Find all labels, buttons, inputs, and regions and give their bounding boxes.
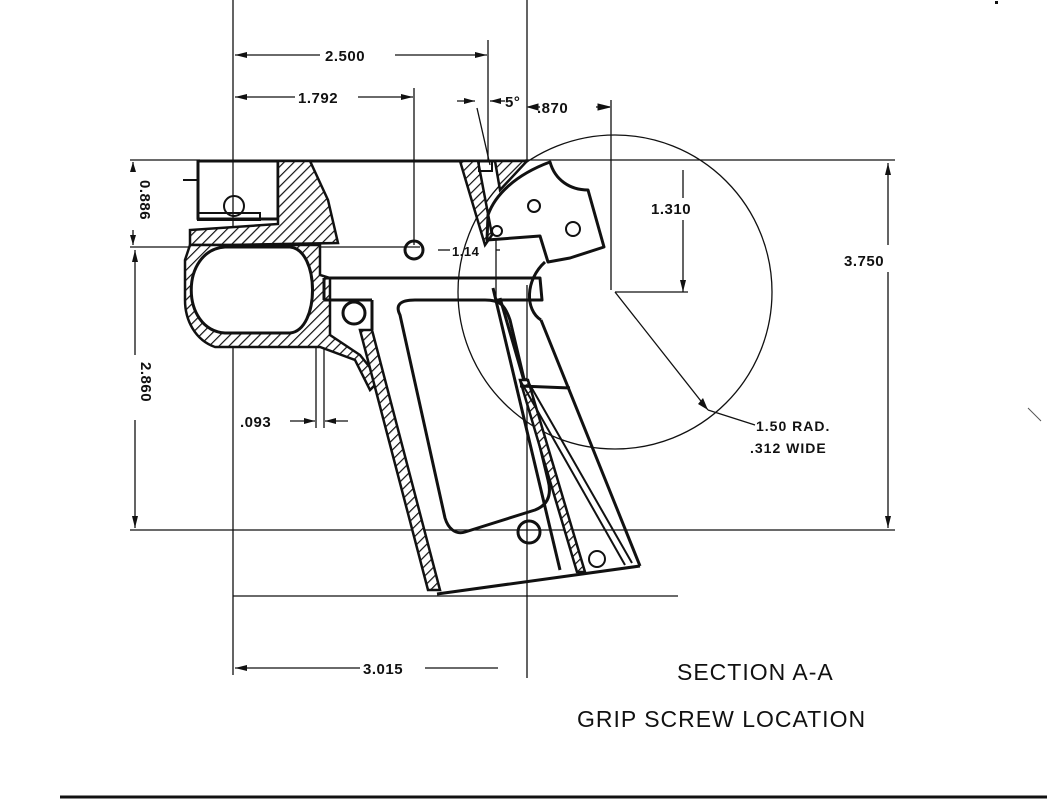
dim-label-1310: 1.310: [651, 201, 691, 218]
hammer-hole-3: [491, 225, 503, 237]
hammer-wedge-hatched: [493, 159, 530, 193]
dim-angle-arrow-right: [490, 98, 501, 104]
grip-cross-line: [519, 384, 571, 390]
slide-block: [196, 159, 280, 221]
slide-rail: [197, 212, 261, 221]
dimension-labels: 2.500 1.792 5° .870 0.886 2.860 .093 1.1…: [136, 48, 884, 678]
radius-note-line2: .312 WIDE: [750, 440, 827, 456]
grip-screw-hole-lower: [516, 519, 542, 545]
dim-093-arrow-right: [325, 418, 336, 424]
dim-label-2500: 2.500: [325, 48, 365, 65]
angle-line: [476, 107, 491, 166]
grip-top-edge: [324, 276, 544, 302]
trigger-guard-opening: [189, 245, 314, 335]
dim-2500-arrow-right: [475, 52, 487, 58]
backstrap-line-4: [525, 377, 633, 564]
dim-label-3015: 3.015: [363, 661, 403, 678]
grip-window: [396, 298, 551, 535]
dim-1792-arrow-right: [401, 94, 413, 100]
dim-label-114: 1.14: [452, 244, 480, 259]
slide-pin-hole: [223, 195, 245, 217]
dim-label-093: .093: [240, 414, 271, 431]
frame-hatched-upper: [188, 159, 340, 247]
hammer-body: [485, 160, 606, 264]
dim-0886-arrow-top: [130, 162, 136, 172]
title-block: SECTION A-A GRIP SCREW LOCATION: [577, 659, 866, 732]
dim-870-arrow-right: [597, 103, 611, 111]
scan-speck: [995, 1, 998, 4]
radius-arrowhead: [698, 398, 708, 410]
backstrap-line-1: [491, 287, 562, 571]
hammer-hole-1: [527, 199, 541, 213]
dim-2860-arrow-bottom: [132, 516, 138, 528]
hammer-curve: [528, 260, 547, 322]
scan-mark: [1027, 407, 1042, 422]
radius-leader: [614, 291, 709, 411]
dim-label-1792: 1.792: [298, 90, 338, 107]
dim-angle-arrow-left: [464, 98, 475, 104]
dim-0886-arrow-bottom: [130, 235, 136, 245]
trigger-pin-hole: [341, 300, 367, 326]
grip-screw-hole-upper: [403, 239, 425, 261]
section-subtitle: GRIP SCREW LOCATION: [577, 706, 866, 732]
dim-3750-arrow-top: [885, 163, 891, 175]
dimension-lines: [130, 52, 891, 671]
dim-870-arrow-left: [526, 103, 539, 111]
radius-feature: [457, 134, 773, 450]
grip-bottom-edge: [436, 564, 641, 596]
dim-label-870: .870: [537, 100, 568, 117]
radius-note-leader: [707, 409, 756, 426]
dim-093-arrow-left: [304, 418, 315, 424]
backstrap-hatched: [518, 378, 587, 574]
dim-label-0886: 0.886: [136, 180, 153, 220]
dim-1310-arrow: [680, 280, 686, 292]
hammer-strut-slot: [478, 160, 493, 172]
dim-3015-arrow-left: [235, 665, 247, 671]
dim-2860-arrow-top: [132, 250, 138, 262]
frame-section: [183, 107, 642, 596]
dim-label-2860: 2.860: [137, 362, 154, 402]
dim-label-angle: 5°: [505, 94, 520, 111]
grip-back-edge: [539, 319, 642, 567]
grip-front-strap-hatched: [358, 328, 442, 592]
radius-circle: [457, 134, 773, 450]
section-title: SECTION A-A: [677, 659, 834, 685]
dim-3750-arrow-bottom: [885, 516, 891, 528]
dim-2500-arrow-left: [235, 52, 247, 58]
mainspring-pin-hole: [588, 550, 606, 568]
radius-note-line1: 1.50 RAD.: [756, 418, 830, 434]
backstrap-line-3: [519, 379, 626, 566]
hammer-strut-hatched: [458, 159, 494, 248]
dim-1792-arrow-left: [235, 94, 247, 100]
hammer-hole-2: [565, 221, 581, 237]
dim-label-3750: 3.750: [844, 253, 884, 270]
